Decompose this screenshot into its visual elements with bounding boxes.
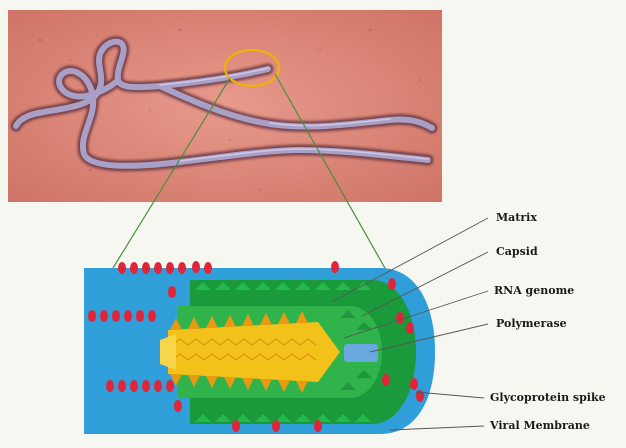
label-rna-genome: RNA genome [494, 284, 574, 297]
label-polymerase: Polymerase [496, 317, 567, 330]
electron-micrograph [8, 10, 442, 202]
rna-tip [160, 334, 176, 370]
polymerase [344, 344, 378, 362]
label-viral-membrane: Viral Membrane [489, 419, 590, 432]
virion-section [84, 261, 435, 434]
rna-genome [168, 322, 340, 382]
label-matrix: Matrix [496, 211, 537, 224]
label-capsid: Capsid [496, 245, 538, 258]
label-glycoprotein-spike: Glycoprotein spike [490, 391, 606, 404]
